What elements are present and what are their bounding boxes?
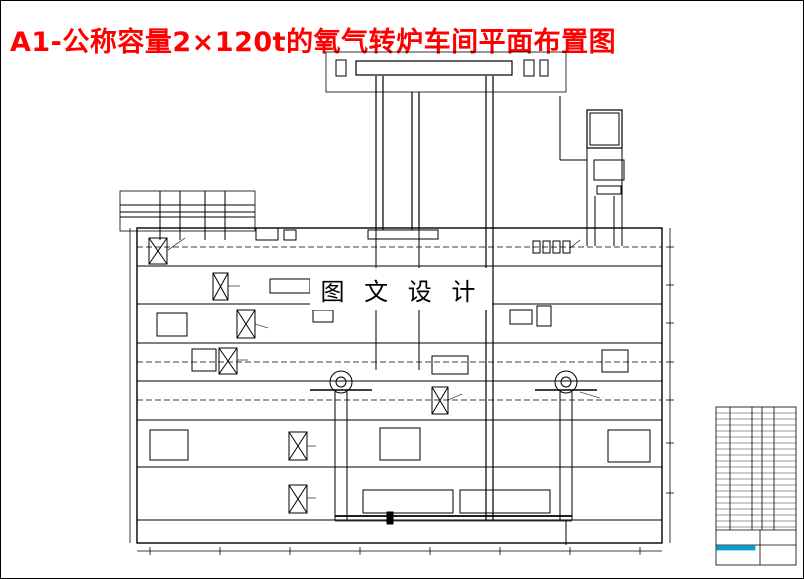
building-outline (136, 227, 663, 544)
annotation-leaders (167, 237, 601, 499)
title-block (715, 406, 797, 566)
right-tower (559, 96, 625, 246)
room-boxes (149, 229, 651, 514)
watermark-text: 图 文 设 计 (310, 268, 492, 310)
drawing-title: A1-公称容量2×120t的氧气转炉车间平面布置图 (10, 27, 617, 58)
dimension-ticks (129, 228, 674, 555)
transfer-rail (335, 511, 572, 545)
title-block-rows (716, 412, 796, 528)
ladle-turret-icon (310, 370, 597, 520)
bay-centerlines (137, 246, 662, 401)
left-pipes (119, 190, 297, 241)
